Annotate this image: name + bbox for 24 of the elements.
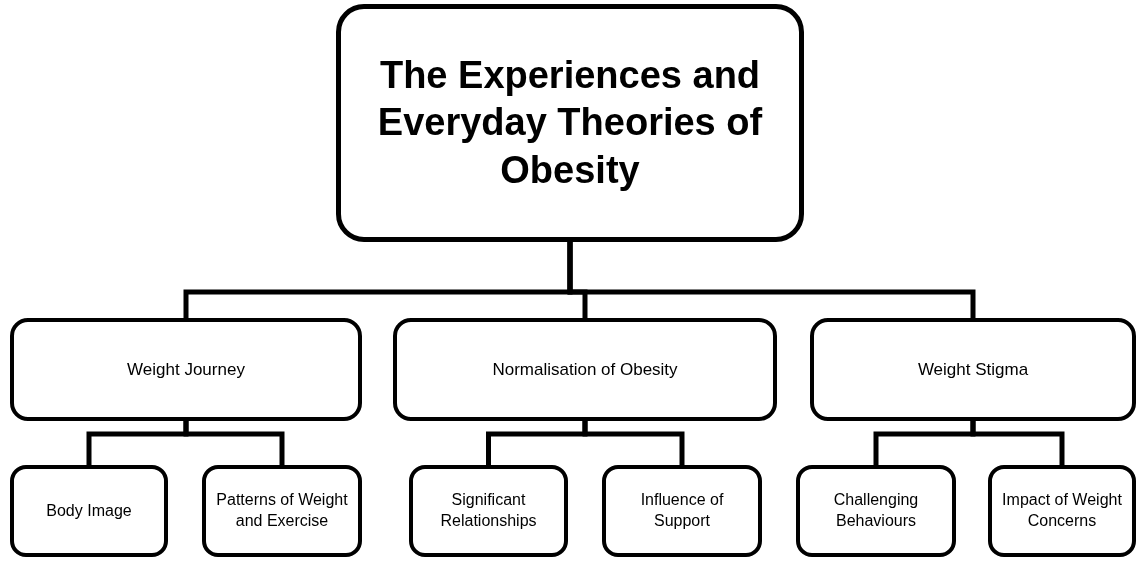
subtheme-box <box>796 465 956 557</box>
title-box <box>336 4 804 242</box>
subtheme-box <box>10 465 168 557</box>
connector-line <box>183 421 285 465</box>
theme-box <box>810 318 1136 421</box>
subtheme-box <box>602 465 762 557</box>
node-label: Weight Stigma <box>917 358 1029 381</box>
connector-line <box>582 421 685 465</box>
node-label: Weight Journey <box>127 358 245 381</box>
node-label: Influence of Support <box>639 490 725 531</box>
node-label: Challenging Behaviours <box>832 490 920 531</box>
node-label: Impact of Weight Concerns <box>1001 490 1123 531</box>
connector-line <box>970 421 1065 465</box>
theme-box <box>10 318 362 421</box>
subtheme-box <box>988 465 1136 557</box>
node-label: The Experiences and Everyday Theories of Obesity <box>376 52 764 193</box>
node-label: Patterns of Weight and Exercise <box>215 490 349 531</box>
node-label: Body Image <box>46 500 132 521</box>
subtheme-box <box>202 465 362 557</box>
theme-box <box>393 318 777 421</box>
connector-line <box>567 242 976 318</box>
node-label: Significant Relationships <box>439 490 538 531</box>
subtheme-box <box>409 465 568 557</box>
node-label: Normalisation of Obesity <box>492 358 678 381</box>
